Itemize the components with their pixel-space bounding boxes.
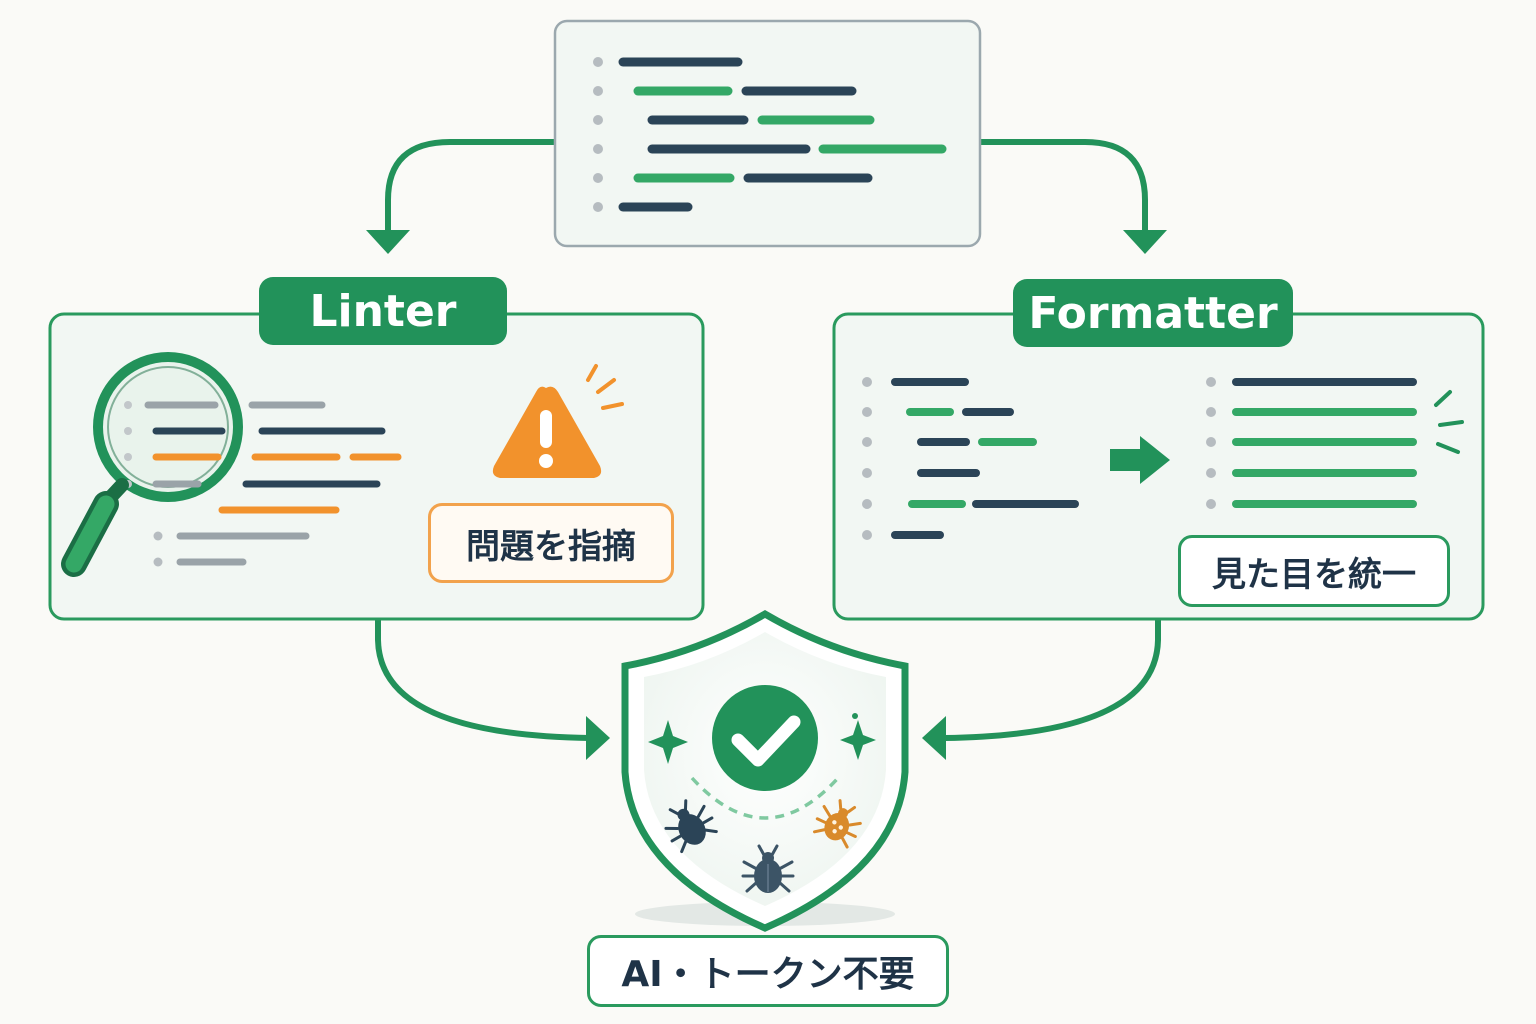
unformatted-code-lines — [891, 378, 1079, 539]
arrowhead-to-formatter — [1123, 230, 1167, 254]
bug-icon — [664, 799, 718, 854]
bug-icon — [741, 844, 795, 893]
arrowhead-linter-shield — [586, 716, 610, 760]
formatter-result-badge: 見た目を統一 — [1178, 535, 1450, 607]
shield-check-icon — [621, 609, 909, 932]
formatter-label: Formatter — [1013, 279, 1293, 347]
formatted-code-lines — [1232, 378, 1417, 508]
sparkle-lines-icon — [1434, 390, 1464, 454]
arrowhead-to-linter — [366, 230, 410, 254]
connector-source-to-linter — [385, 139, 555, 235]
code-lines-icon — [593, 57, 947, 212]
connector-linter-to-shield — [375, 620, 591, 741]
connector-formatter-to-shield — [944, 620, 1161, 741]
arrow-right-icon — [1110, 436, 1170, 484]
arrowhead-formatter-shield — [922, 716, 946, 760]
warning-icon — [492, 364, 624, 478]
linter-label: Linter — [259, 277, 507, 345]
bug-icon — [813, 799, 862, 849]
source-code-card — [553, 19, 982, 248]
connector-source-to-formatter — [980, 139, 1148, 235]
linter-code-lines — [176, 401, 402, 566]
summary-badge: AI・トークン不要 — [587, 935, 949, 1007]
magnifier-icon — [61, 352, 243, 577]
sparkle-icon-right — [840, 720, 876, 760]
linter-result-badge: 問題を指摘 — [428, 503, 674, 583]
sparkle-icon-left — [648, 720, 688, 764]
